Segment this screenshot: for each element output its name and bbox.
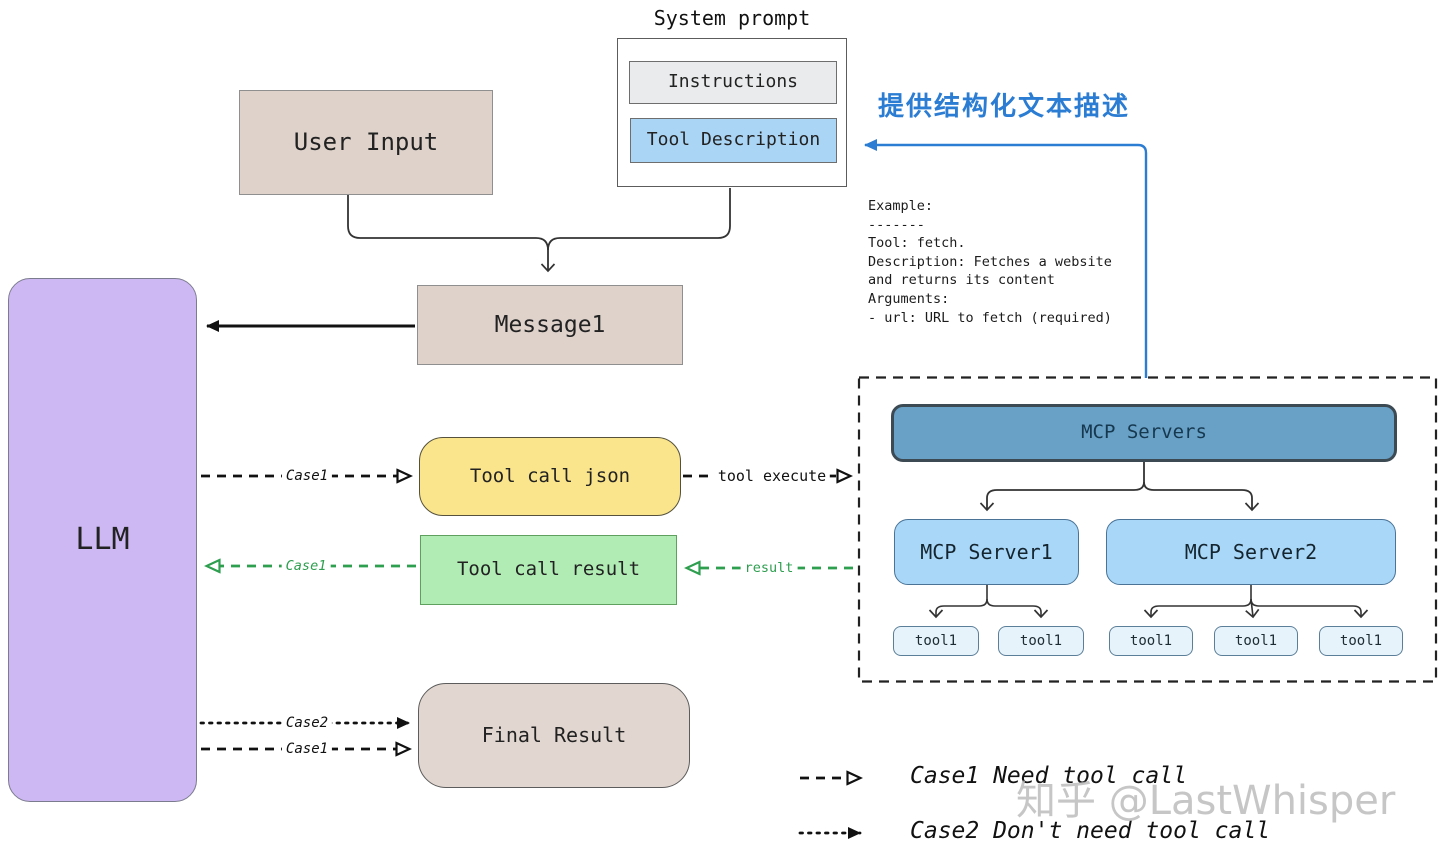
- mcp-server2-node: MCP Server2: [1106, 519, 1396, 585]
- tool1-chip: tool1: [1214, 626, 1298, 656]
- watermark: 知乎 @LastWhisper: [1016, 778, 1396, 824]
- mcp-servers-node: MCP Servers: [891, 404, 1397, 462]
- tool1-chip: tool1: [1109, 626, 1193, 656]
- legend-case2-label: Case2 Don't need tool call: [910, 818, 1271, 844]
- edge-label-case1-json: Case1: [281, 468, 333, 484]
- example-line: -------: [868, 216, 925, 233]
- edge-system-prompt-to-message1: [547, 188, 731, 251]
- example-line: Example:: [868, 198, 934, 214]
- example-line: - url: URL to fetch (required): [868, 309, 1112, 326]
- edge-server1-to-tool1a: [928, 598, 988, 619]
- edge-user-input-to-message1: [347, 195, 556, 273]
- tool-description-box: Tool Description: [630, 118, 837, 163]
- example-line: and returns its content: [868, 272, 1055, 289]
- legend-case1-label: Case1 Need tool call: [910, 763, 1187, 789]
- example-line: Arguments:: [868, 290, 950, 307]
- tool1-chip: tool1: [1319, 626, 1403, 656]
- edge-server1-to-tool1b: [986, 598, 1049, 619]
- instructions-box: Instructions: [629, 61, 837, 104]
- user-input-node: User Input: [239, 90, 493, 195]
- structured-text-annotation: 提供结构化文本描述: [878, 92, 1131, 122]
- llm-node: LLM: [8, 278, 197, 802]
- final-result-node: Final Result: [418, 683, 690, 788]
- example-text-block: Example: ------- Tool: fetch. Descriptio…: [868, 197, 1112, 327]
- edge-mcp-to-server2: [1143, 481, 1260, 512]
- tool1-chip: tool1: [998, 626, 1084, 656]
- message1-node: Message1: [417, 285, 683, 365]
- example-line: Tool: fetch.: [868, 235, 966, 252]
- edge-label-case2-final: Case2: [281, 715, 333, 731]
- system-prompt-title: System prompt: [653, 6, 811, 30]
- edge-server2-to-tool1c: [1143, 598, 1252, 619]
- edge-label-case1-final: Case1: [281, 741, 333, 757]
- mcp-server1-node: MCP Server1: [894, 519, 1079, 585]
- tool-call-result-node: Tool call result: [420, 535, 677, 605]
- example-line: Description: Fetches a website: [868, 253, 1112, 270]
- edge-label-case1-result: Case1: [281, 558, 331, 574]
- edge-label-tool-execute: tool execute: [713, 467, 831, 485]
- tool-call-json-node: Tool call json: [419, 437, 681, 516]
- edge-mcp-to-server1: [979, 481, 1145, 512]
- tool1-chip: tool1: [893, 626, 979, 656]
- edge-server2-to-tool1e: [1250, 598, 1369, 619]
- edge-label-result: result: [740, 560, 798, 576]
- edge-mcp-to-tool-description: [864, 139, 1148, 378]
